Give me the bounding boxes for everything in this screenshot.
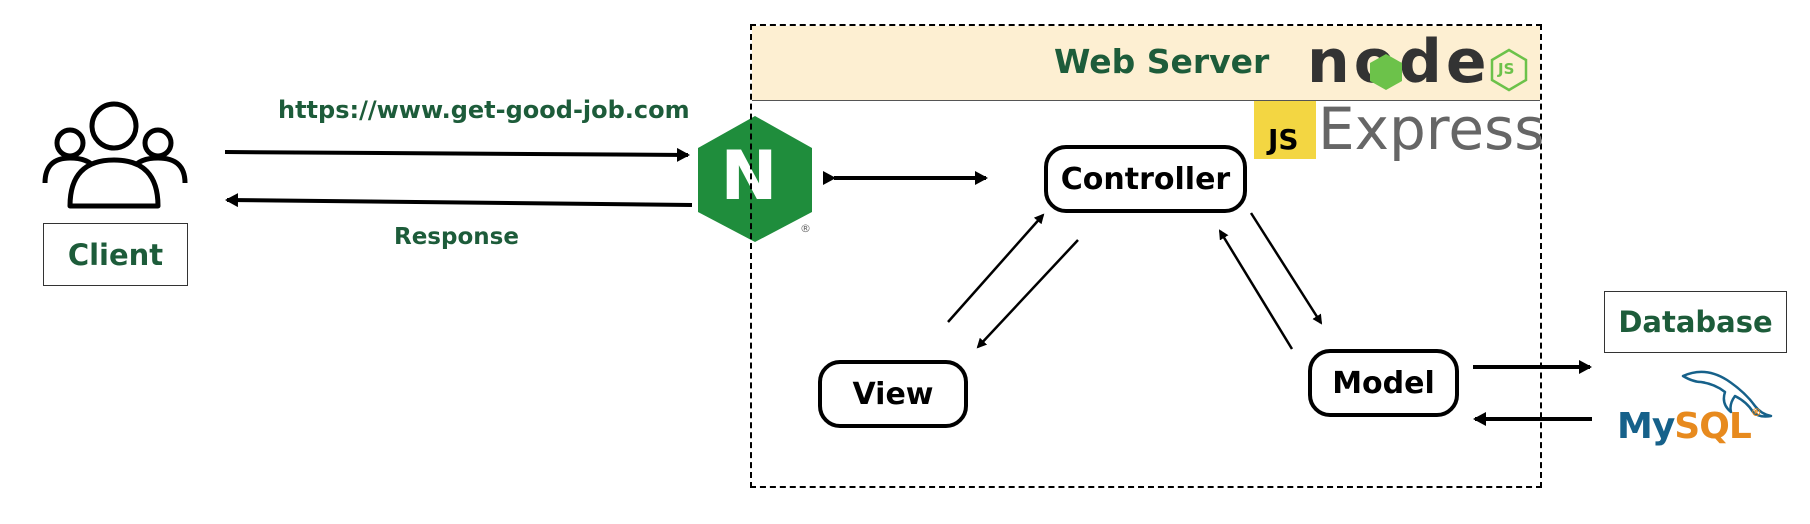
response-label: Response bbox=[394, 224, 519, 250]
request-arrow bbox=[224, 147, 690, 162]
users-icon bbox=[42, 101, 188, 209]
js-hexagon-icon bbox=[1490, 48, 1528, 92]
web-server-title: Web Server bbox=[1054, 42, 1270, 81]
nodejs-hexagon-icon bbox=[1370, 54, 1402, 90]
model-to-controller-arrow bbox=[1218, 229, 1294, 350]
js-badge bbox=[1254, 101, 1316, 159]
mysql-my-text: My bbox=[1617, 406, 1675, 447]
nodejs-logo: node JS bbox=[1307, 27, 1537, 97]
controller-node: Controller bbox=[1044, 145, 1247, 213]
model-node: Model bbox=[1308, 349, 1459, 417]
client-label: Client bbox=[43, 223, 188, 286]
express-wordmark: Express bbox=[1318, 95, 1545, 163]
nginx-registered: ® bbox=[800, 222, 811, 235]
database-label: Database bbox=[1604, 291, 1787, 353]
nginx-letter: N bbox=[720, 137, 778, 216]
mysql-logo: MySQL® bbox=[1617, 368, 1777, 448]
view-to-controller-arrow bbox=[947, 213, 1045, 323]
view-node: View bbox=[818, 360, 968, 428]
controller-to-view-arrow bbox=[976, 239, 1079, 349]
request-url: https://www.get-good-job.com bbox=[278, 96, 690, 124]
response-arrow bbox=[225, 193, 693, 208]
mysql-sql-text: SQL bbox=[1674, 406, 1751, 447]
dolphin-icon bbox=[1681, 370, 1773, 418]
web-server-container: Web Server node JS JS Express bbox=[750, 24, 1544, 488]
controller-to-model-arrow bbox=[1249, 212, 1323, 325]
web-server-banner: Web Server node JS bbox=[752, 26, 1540, 101]
express-js-badge-text: JS bbox=[1268, 123, 1299, 156]
nodejs-js-badge: JS bbox=[1498, 60, 1515, 78]
mysql-registered: ® bbox=[1750, 406, 1762, 419]
nginx-logo: N ® bbox=[694, 114, 816, 244]
express-logo: JS Express bbox=[1254, 95, 1544, 163]
nginx-hexagon-icon bbox=[698, 116, 812, 242]
